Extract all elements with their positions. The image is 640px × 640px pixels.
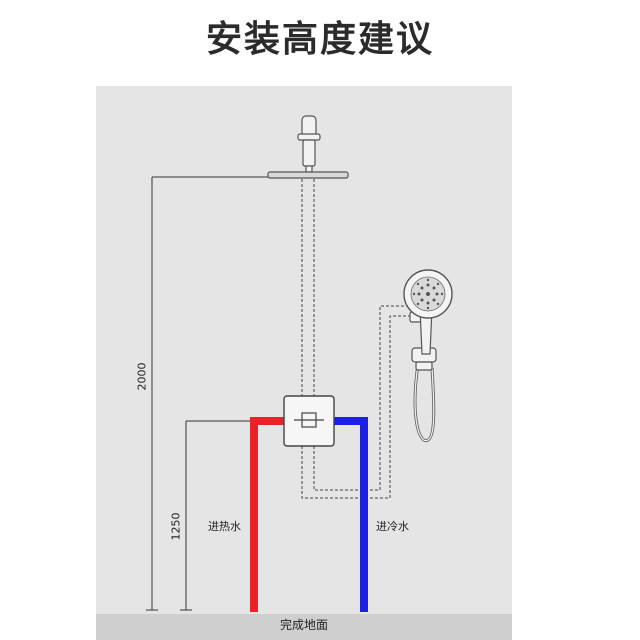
concealed-pipe-handshower (301, 305, 412, 499)
mixing-valve-plate (283, 395, 335, 447)
overhead-shower-head (267, 115, 349, 179)
dimension-2000 (146, 176, 272, 611)
hot-water-label: 进热水 (208, 520, 241, 533)
cold-water-label: 进冷水 (376, 520, 409, 533)
hand-shower (403, 269, 453, 443)
dimension-label-1250: 1250 (169, 512, 183, 541)
finished-floor (96, 614, 512, 640)
page-title: 安装高度建议 (205, 19, 434, 60)
concealed-pipe-overhead (301, 179, 315, 396)
floor-label: 完成地面 (279, 618, 328, 632)
dimension-label-2000: 2000 (135, 362, 149, 391)
hot-water-pipe (250, 417, 290, 612)
dimension-1250 (180, 420, 256, 611)
cold-water-pipe (328, 417, 368, 612)
